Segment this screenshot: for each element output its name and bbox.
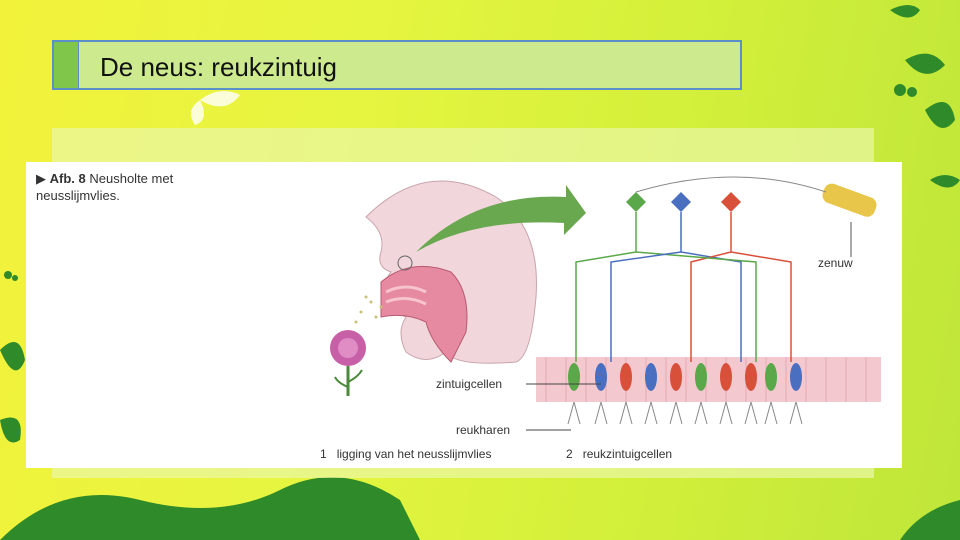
subcaption-2-number: 2 [566, 447, 573, 461]
subcaption-1-number: 1 [320, 447, 327, 461]
figure-caption: ▶ Afb. 8 Neusholte met neusslijmvlies. [36, 170, 173, 204]
slide-title-box: De neus: reukzintuig [52, 40, 742, 90]
subcaption-1-text: ligging van het neusslijmvlies [336, 447, 492, 461]
caption-number: Afb. 8 [49, 171, 86, 186]
nose-diagram-figure: ▶ Afb. 8 Neusholte met neusslijmvlies. [26, 162, 902, 468]
label-sensory-cells: zintuigcellen [436, 377, 503, 391]
title-accent-bar [54, 42, 79, 88]
subcaption-2-text: reukzintuigcellen [582, 447, 673, 461]
nerve-bundle [822, 183, 877, 217]
nasal-cavity [380, 265, 468, 363]
slide-title: De neus: reukzintuig [100, 52, 338, 82]
diagram-illustration [330, 176, 881, 431]
mucosa-tissue [536, 357, 881, 402]
caption-arrow-icon: ▶ [36, 171, 46, 186]
subcaption-1: 1 ligging van het neusslijmvlies [320, 447, 491, 461]
label-nerve: zenuw [818, 256, 853, 270]
caption-line1: Neusholte met [89, 171, 174, 186]
label-olfactory-hairs: reukharen [456, 423, 511, 437]
subcaption-2: 2 reukzintuigcellen [566, 447, 672, 461]
caption-line2: neusslijmvlies. [36, 188, 120, 203]
mucosa-marker [397, 255, 413, 271]
zoom-arrow [416, 185, 586, 252]
